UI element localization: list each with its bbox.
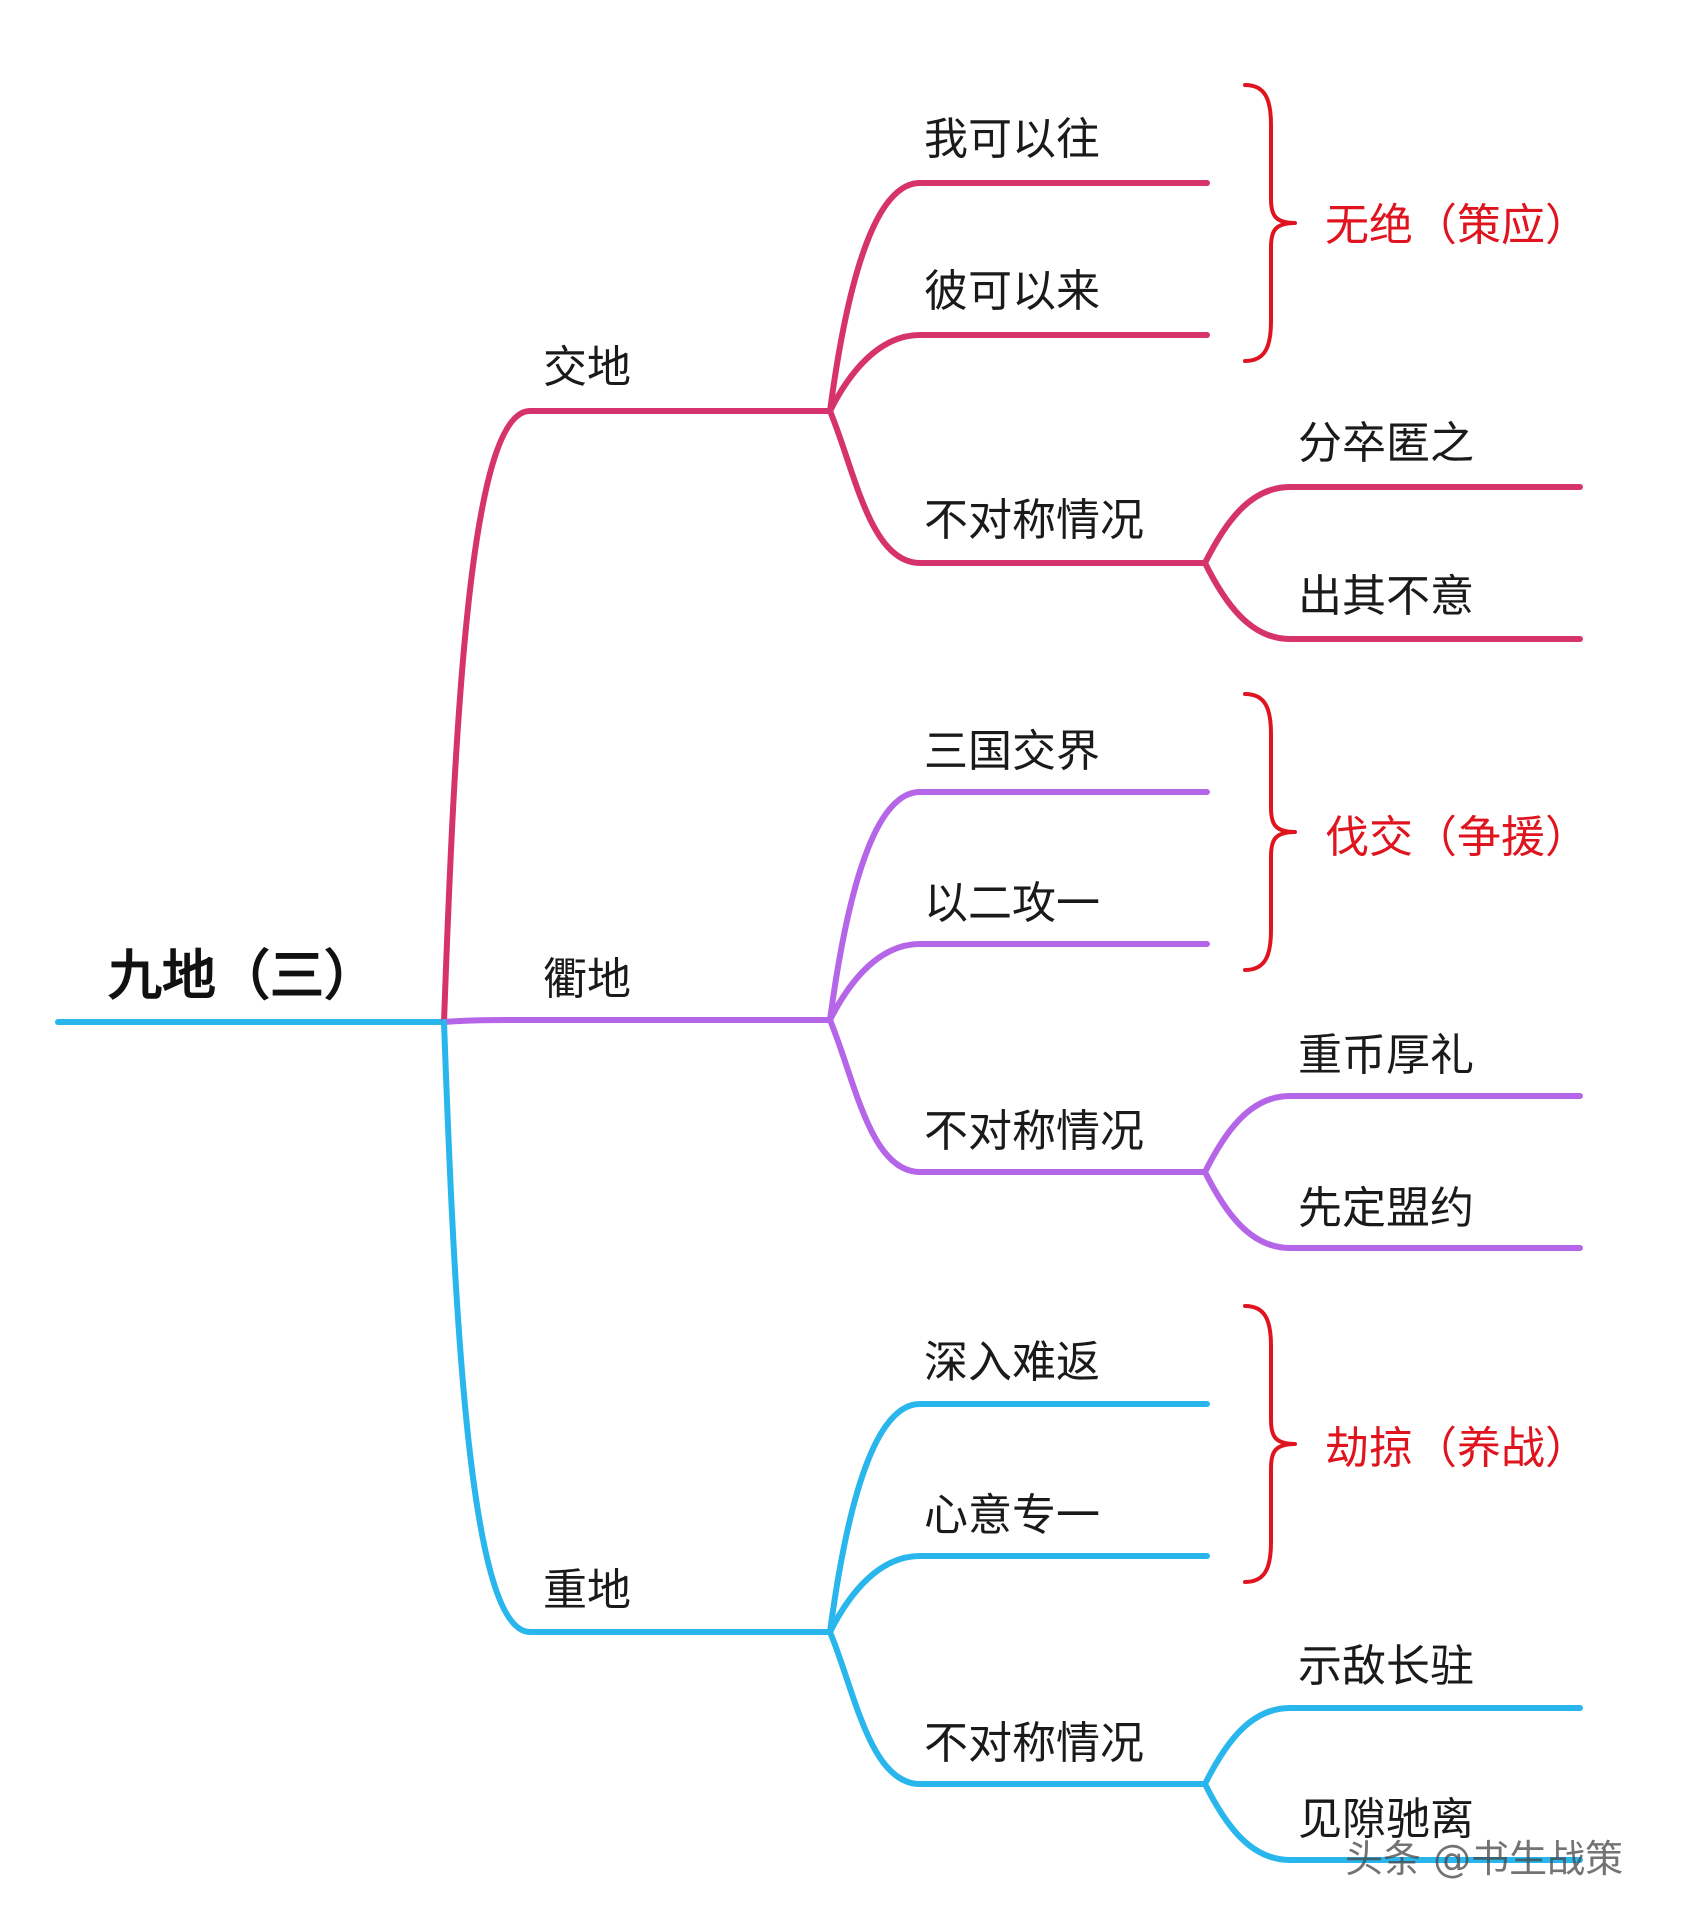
watermark: 头条 @书生战策 [1345, 1837, 1623, 1881]
curly-brace [1243, 692, 1297, 972]
branch-label-jiaodi: 交地 [543, 342, 631, 393]
asymmetric-connector [827, 408, 1208, 566]
leaf-label: 我可以往 [924, 114, 1100, 165]
leaf-connector [827, 332, 1210, 414]
branch-label-qudi: 衢地 [543, 954, 631, 1005]
child-connector [1202, 1781, 1583, 1863]
leaf-connector [827, 789, 1210, 1023]
child-connector [1202, 1705, 1583, 1787]
child-connector [1202, 560, 1583, 642]
leaf-label: 重币厚礼 [1298, 1030, 1474, 1081]
branch-connector [441, 1017, 833, 1025]
leaf-label: 示敌长驻 [1298, 1641, 1474, 1692]
child-connector [1202, 1093, 1583, 1175]
leaf-label: 三国交界 [924, 726, 1100, 777]
leaf-label: 先定盟约 [1298, 1183, 1474, 1234]
asymmetric-connector [827, 1629, 1208, 1787]
leaf-label: 以二攻一 [924, 878, 1100, 929]
leaf-connector [827, 941, 1210, 1023]
leaf-connector [827, 1401, 1210, 1635]
leaf-label: 分卒匿之 [1298, 418, 1474, 469]
curly-brace [1243, 83, 1297, 363]
leaf-label: 见隙驰离 [1298, 1794, 1474, 1845]
curly-brace [1243, 1304, 1297, 1584]
connector-lines [55, 180, 1583, 1863]
root-topic: 九地（三） [108, 944, 378, 1007]
child-connector [1202, 1169, 1583, 1251]
strategy-note: 劫掠（养战） [1325, 1423, 1589, 1474]
asymmetric-label: 不对称情况 [924, 1106, 1144, 1157]
leaf-connector [827, 180, 1210, 414]
child-connector [1202, 484, 1583, 566]
strategy-note: 伐交（争援） [1325, 812, 1589, 863]
leaf-connector [827, 1553, 1210, 1635]
leaf-label: 深入难返 [924, 1337, 1100, 1388]
strategy-note: 无绝（策应） [1325, 200, 1589, 251]
asymmetric-connector [827, 1017, 1208, 1175]
leaf-label: 心意专一 [924, 1490, 1100, 1541]
asymmetric-label: 不对称情况 [924, 1718, 1144, 1769]
grouping-braces [1243, 83, 1297, 1584]
branch-connector [441, 408, 833, 1025]
branch-connector [441, 1019, 833, 1635]
branch-label-zhongdi: 重地 [543, 1565, 631, 1616]
asymmetric-label: 不对称情况 [924, 495, 1144, 546]
leaf-label: 出其不意 [1298, 571, 1474, 622]
leaf-label: 彼可以来 [924, 266, 1100, 317]
